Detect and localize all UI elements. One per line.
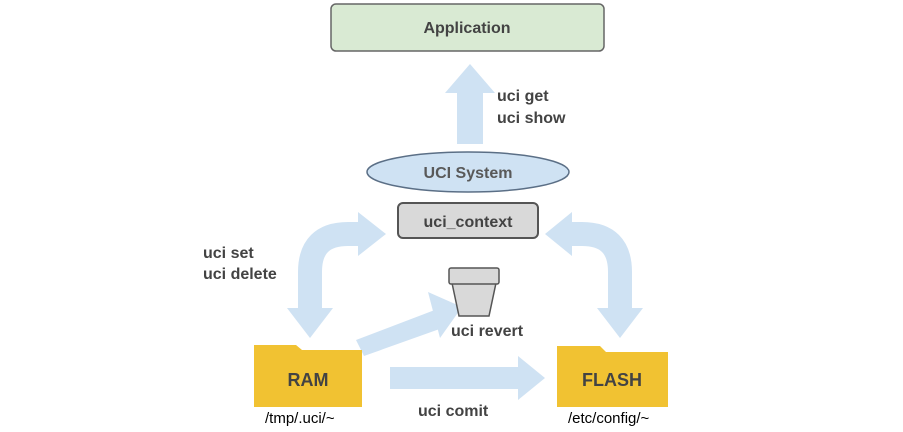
label-uci-revert: uci revert — [451, 323, 524, 340]
arrow-head-to-context-left — [358, 212, 386, 256]
arrow-head-to-context-right — [545, 212, 572, 256]
label-uci-show: uci show — [497, 110, 566, 127]
uci-system-label: UCI System — [424, 165, 513, 182]
uci-context-label: uci_context — [424, 214, 514, 231]
flash-label: FLASH — [582, 370, 642, 390]
arrow-ram-context — [298, 222, 362, 312]
application-label: Application — [423, 20, 510, 37]
arrow-head-to-ram — [287, 308, 333, 338]
label-uci-set: uci set — [203, 245, 254, 262]
trash-icon — [448, 267, 500, 317]
ram-folder-icon: RAM — [254, 345, 362, 407]
ram-label: RAM — [288, 370, 329, 390]
uci-context-node: uci_context — [397, 202, 539, 239]
flash-path-label: /etc/config/~ — [568, 410, 650, 427]
arrow-head-to-flash — [597, 308, 643, 338]
arrow-flash-context — [568, 222, 632, 312]
label-uci-get: uci get — [497, 88, 549, 105]
label-uci-delete: uci delete — [203, 266, 277, 283]
arrow-ram-to-trash — [356, 292, 462, 356]
label-uci-commit: uci comit — [418, 403, 489, 420]
ram-path-label: /tmp/.uci/~ — [265, 410, 335, 427]
arrow-ram-to-flash — [390, 356, 545, 400]
flash-folder-icon: FLASH — [557, 346, 668, 407]
uci-system-node: UCI System — [366, 151, 570, 193]
arrow-to-application — [445, 64, 495, 144]
application-node: Application — [330, 3, 605, 52]
